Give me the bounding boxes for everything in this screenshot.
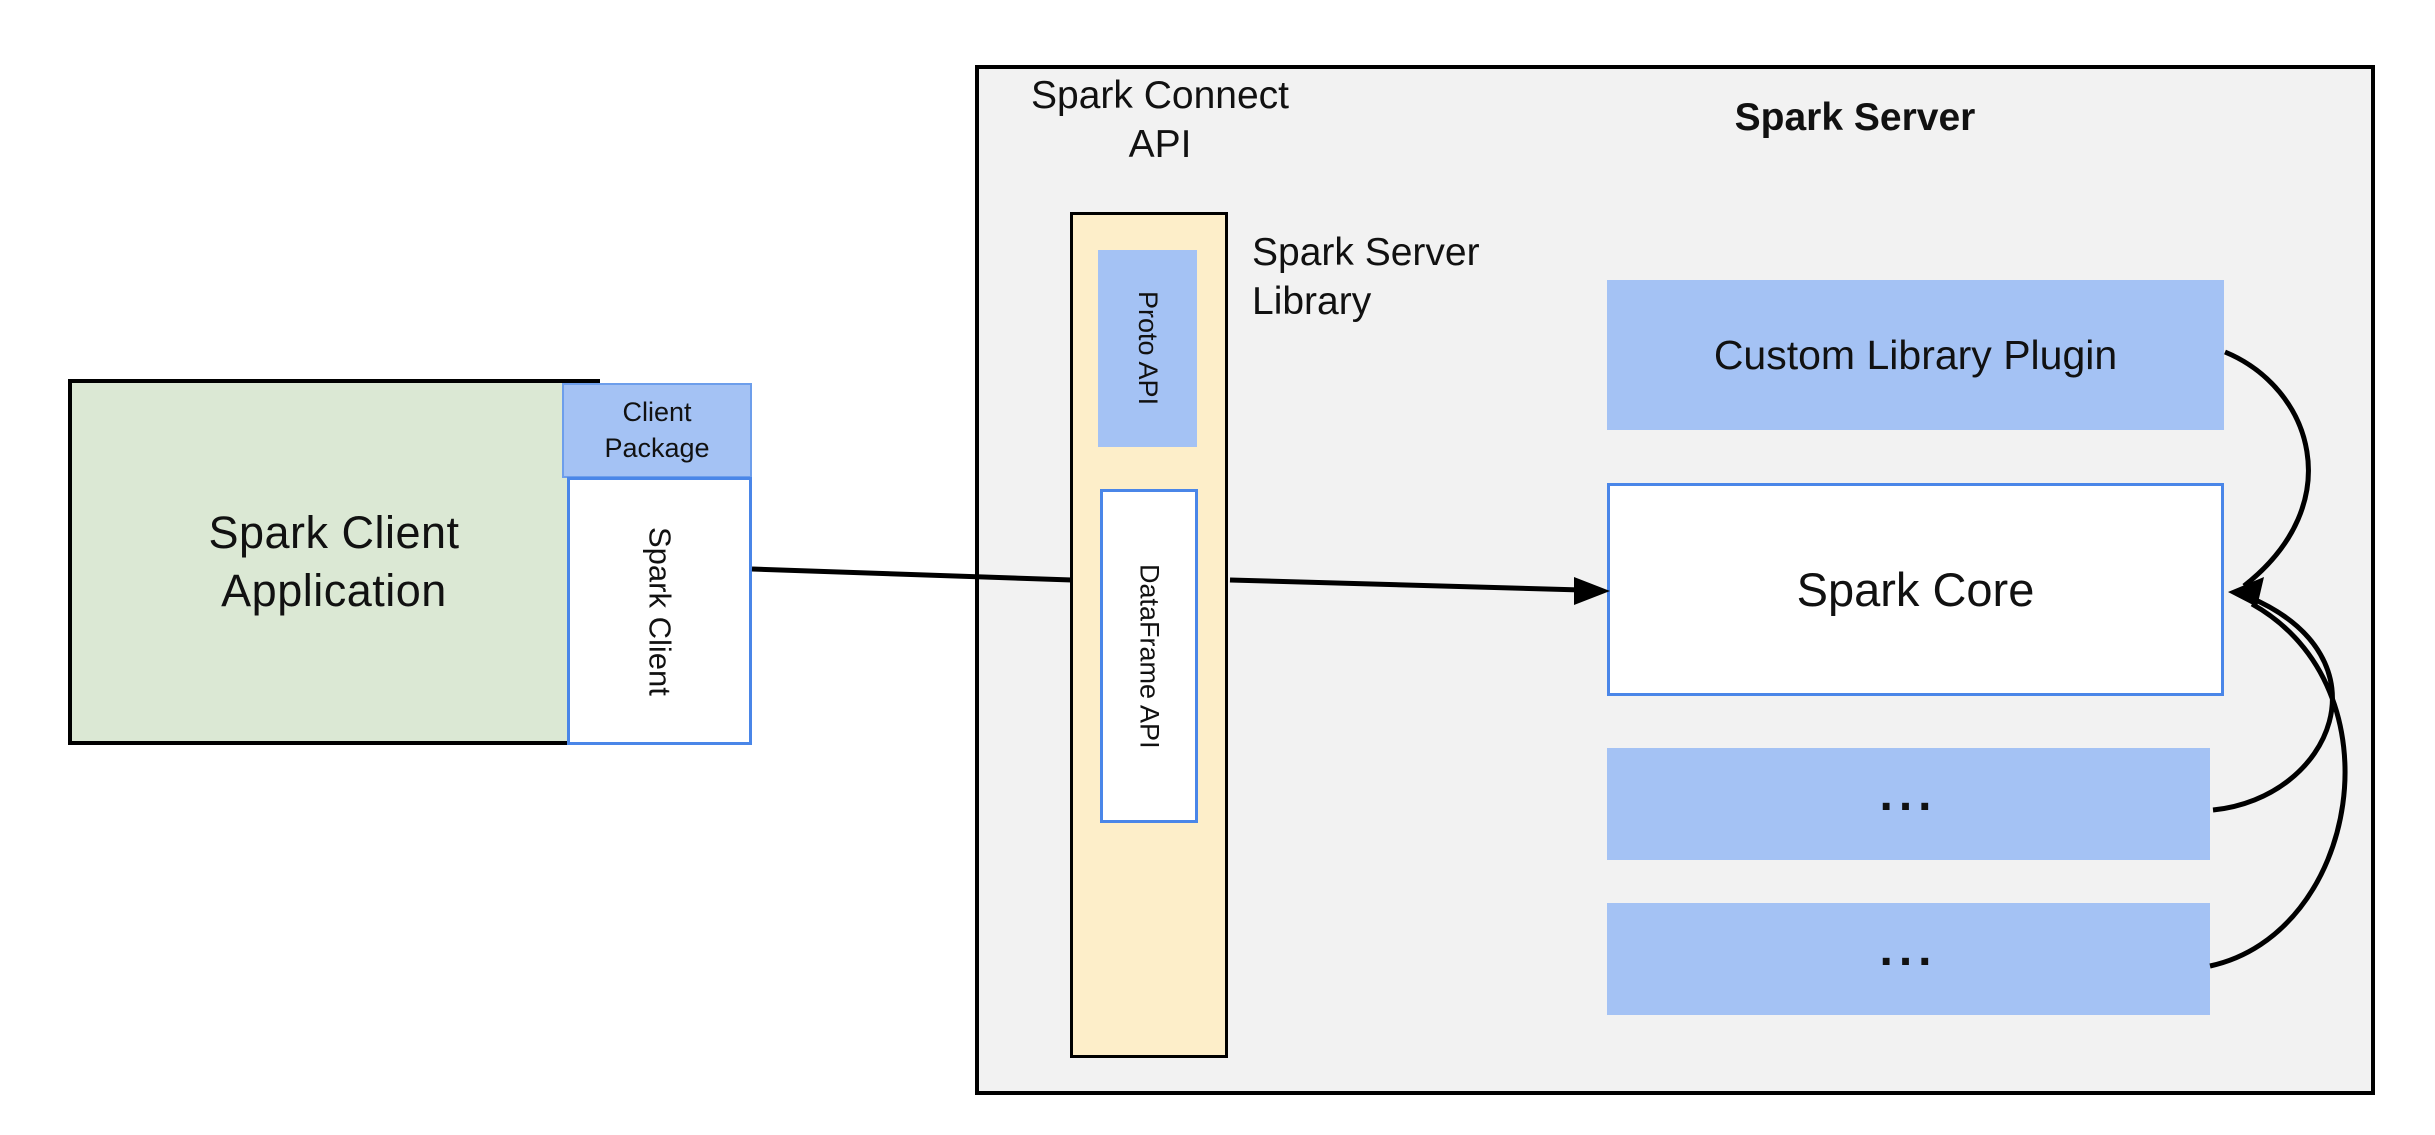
custom-library-plugin-label: Custom Library Plugin [1713,331,2118,378]
spark-client-application-label: Spark Client Application [208,507,460,616]
proto-api-label: Proto API [1133,291,1163,406]
client-package-label: Client Package [604,396,710,463]
spark-client-label: Spark Client [642,526,678,696]
spark-core-box: Spark Core [1607,483,2224,696]
spark-connect-api-title-line2: API [1128,122,1192,166]
dataframe-api-box: DataFrame API [1100,489,1198,823]
spark-core-label: Spark Core [1796,563,2035,616]
ellipsis-label-2: ... [1879,923,1938,977]
spark-connect-api-title: Spark Connect API [995,72,1325,170]
spark-server-title: Spark Server [1734,96,1976,139]
dataframe-api-label: DataFrame API [1134,563,1165,749]
proto-api-box: Proto API [1098,250,1197,447]
custom-library-plugin-box: Custom Library Plugin [1607,280,2224,430]
spark-client-application-box: Spark Client Application [68,379,600,745]
spark-connect-api-title-line1: Spark Connect [1031,74,1289,117]
spark-client-box: Spark Client [567,477,752,745]
spark-server-library-label: Spark Server Library [1252,231,1480,324]
ellipsis-plugin-box-1: ... [1607,748,2210,860]
ellipsis-plugin-box-2: ... [1607,903,2210,1015]
ellipsis-label-1: ... [1879,768,1938,822]
client-package-box: Client Package [562,383,752,478]
